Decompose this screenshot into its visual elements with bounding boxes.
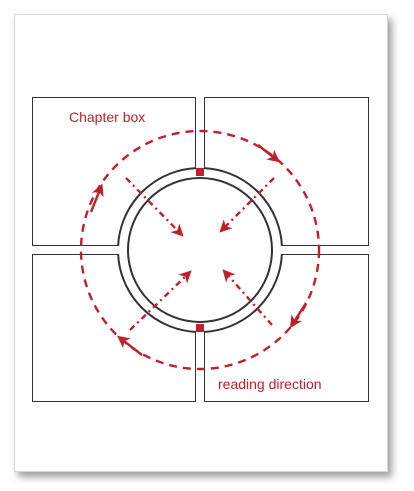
bottom-join-marker [196,324,204,332]
center-circle [127,177,273,323]
chapter-box-label: Chapter box [69,109,145,125]
chapter-box-bottom-left [32,254,196,402]
page-sheet [14,14,388,472]
inward-arrow-bottom-left [129,270,192,331]
ring-arrow-top-right [257,144,280,163]
top-join-marker [196,168,204,176]
ring-arrow-bottom-left [117,335,143,356]
inward-arrow-top-right [219,177,275,233]
inward-arrow-top-left [125,177,184,237]
reading-direction-circle [79,129,321,371]
inward-arrow-bottom-right [222,269,273,326]
reading-direction-label: reading direction [218,376,322,392]
ring-arrow-top-left [89,183,104,213]
ring-arrow-bottom-right [289,302,308,329]
